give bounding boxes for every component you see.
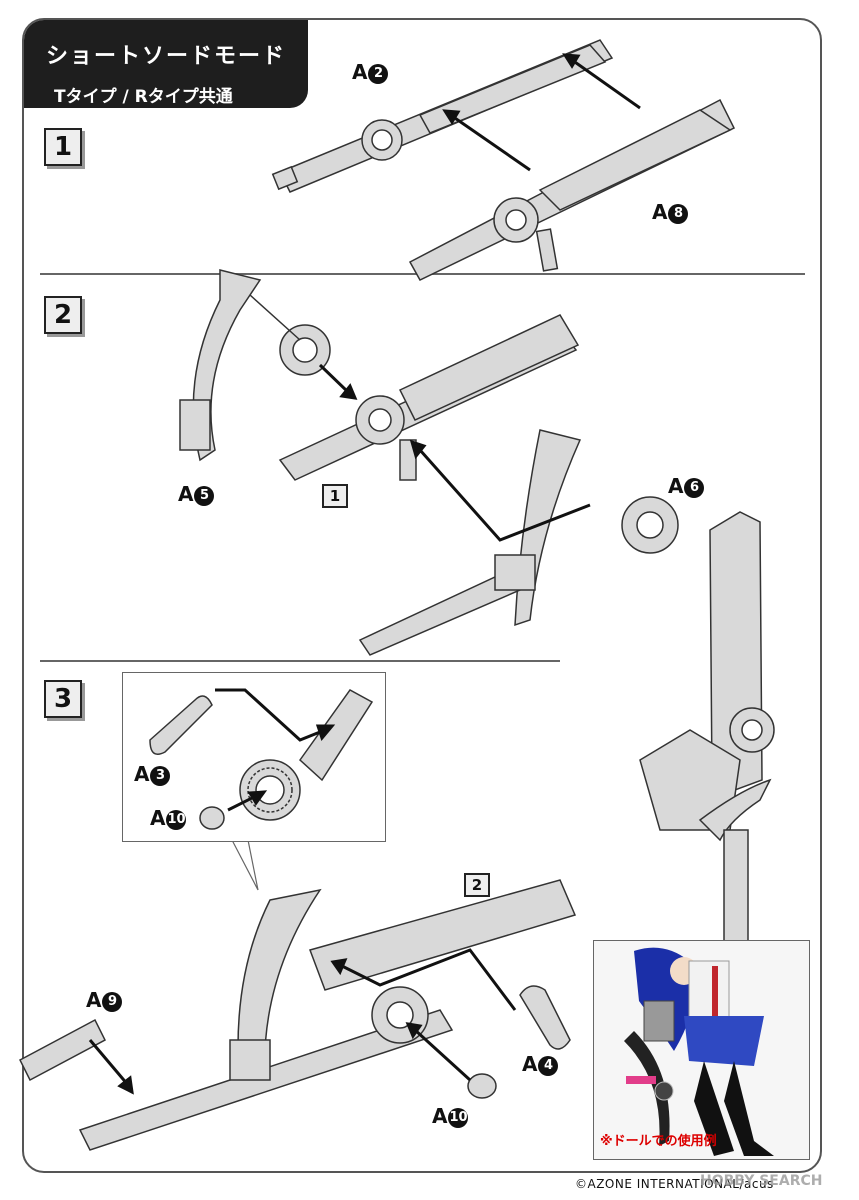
label-a2-prefix: A xyxy=(352,60,368,84)
doll-photo-illustration xyxy=(624,947,774,1156)
label-a8-prefix: A xyxy=(652,200,668,224)
label-a6-prefix: A xyxy=(668,474,684,498)
label-a4-number: 4 xyxy=(538,1055,559,1076)
label-a8-number: 8 xyxy=(668,203,689,224)
part-a5-drawing xyxy=(179,269,331,462)
part-a4-drawing xyxy=(519,985,571,1050)
label-a10-inset-prefix: A xyxy=(150,806,166,830)
watermark: HOBBY SEARCH xyxy=(700,1173,823,1189)
part-a6-drawing xyxy=(358,429,679,656)
assembled-sword-drawing xyxy=(78,879,577,1151)
step-3-ref: 2 xyxy=(464,873,490,897)
doll-example-photo xyxy=(593,940,810,1160)
step-1-number: 1 xyxy=(44,128,82,166)
mode-header: ショートソードモード Tタイプ / Rタイプ共通 xyxy=(24,20,308,108)
label-a10-prefix: A xyxy=(432,1104,448,1128)
page-border xyxy=(22,18,822,1173)
label-a3-number: 3 xyxy=(150,765,171,786)
copyright: ©AZONE INTERNATIONAL/acus xyxy=(575,1177,774,1191)
part-a8-drawing xyxy=(408,98,736,281)
part-a2-drawing xyxy=(271,39,614,193)
step-2-ref: 1 xyxy=(322,484,348,508)
label-a10-number: 10 xyxy=(448,1107,469,1128)
part-a9-drawing xyxy=(19,1018,106,1082)
photo-caption: ※ドールでの使用例 xyxy=(600,1134,717,1149)
label-a10-inset-number: 10 xyxy=(166,809,187,830)
upright-sword-drawing xyxy=(639,511,775,951)
label-a9-prefix: A xyxy=(86,988,102,1012)
label-a6-number: 6 xyxy=(684,477,705,498)
mode-subtitle: Tタイプ / Rタイプ共通 xyxy=(54,87,233,107)
part-a10-drawing xyxy=(467,1073,497,1099)
part-a1-center-drawing xyxy=(278,314,580,481)
mode-title: ショートソードモード xyxy=(46,44,287,69)
step-2-number: 2 xyxy=(44,296,82,334)
label-a4-prefix: A xyxy=(522,1052,538,1076)
divider-2 xyxy=(40,660,560,662)
label-a5-prefix: A xyxy=(178,482,194,506)
label-a2-number: 2 xyxy=(368,63,389,84)
label-a5-number: 5 xyxy=(194,485,215,506)
label-a3-prefix: A xyxy=(134,762,150,786)
label-a9-number: 9 xyxy=(102,991,123,1012)
step-3-number: 3 xyxy=(44,680,82,718)
